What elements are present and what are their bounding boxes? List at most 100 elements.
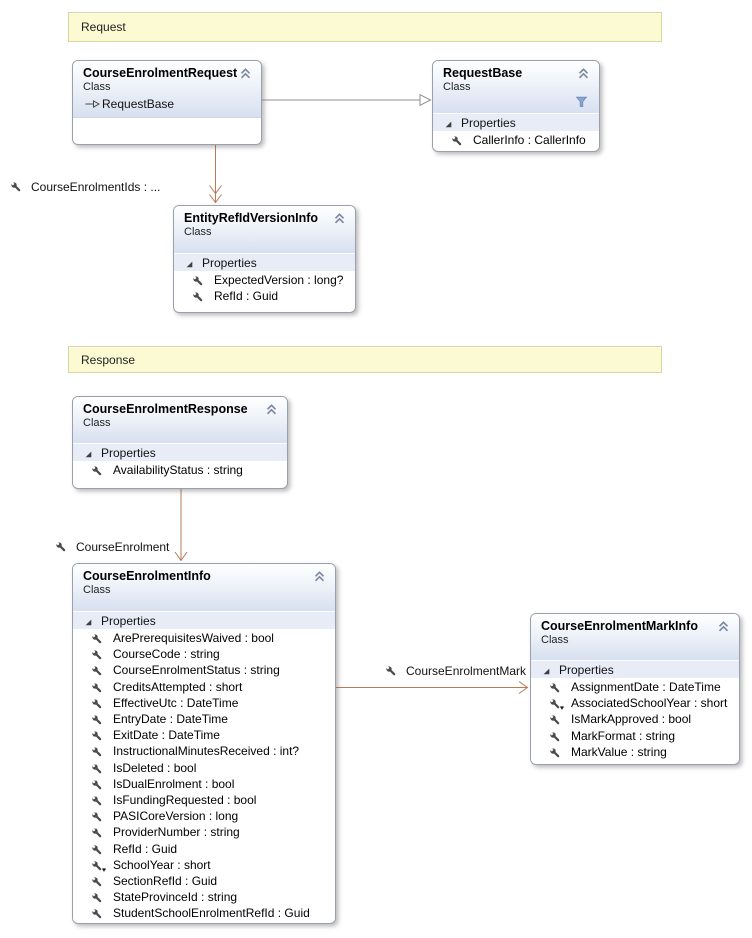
collapse-chevron-icon[interactable] xyxy=(239,67,252,80)
wrench-icon: ♥ xyxy=(91,843,103,855)
property-row[interactable]: ♥ RefId : Guid xyxy=(174,288,355,304)
property-row[interactable]: ♥ AssignmentDate : DateTime xyxy=(531,679,739,695)
wrench-icon: ♥ xyxy=(549,713,561,725)
property-row[interactable]: ♥ IsDeleted : bool xyxy=(73,760,335,776)
class-kind: Class xyxy=(541,634,569,646)
property-text: IsDualEnrolment : bool xyxy=(113,776,235,791)
property-text: CourseCode : string xyxy=(113,647,220,662)
property-row[interactable]: ♥ MarkValue : string xyxy=(531,744,739,760)
collapse-chevron-icon[interactable] xyxy=(717,620,730,633)
property-row[interactable]: ♥ ProviderNumber : string xyxy=(73,824,335,840)
property-list: ♥ ExpectedVersion : long? ♥ RefId : Guid xyxy=(174,271,355,305)
inheritance-connector-requestbase xyxy=(262,93,432,107)
property-row[interactable]: ♥ StudentSchoolEnrolmentRefId : Guid xyxy=(73,905,335,921)
wrench-icon: ♥ xyxy=(91,664,103,676)
collapse-chevron-icon[interactable] xyxy=(313,570,326,583)
property-row[interactable]: ♥ EffectiveUtc : DateTime xyxy=(73,695,335,711)
property-row[interactable]: ♥ IsDualEnrolment : bool xyxy=(73,776,335,792)
class-entityrefidversioninfo[interactable]: EntityRefIdVersionInfo Class Properties … xyxy=(173,205,356,313)
section-label: Properties xyxy=(559,662,614,677)
association-label-courseenrolment[interactable]: CourseEnrolment xyxy=(55,540,169,554)
property-text: RefId : Guid xyxy=(113,841,178,856)
property-row[interactable]: ♥ CreditsAttempted : short xyxy=(73,679,335,695)
properties-section-header[interactable]: Properties xyxy=(433,113,599,131)
class-courseenrolmentrequest[interactable]: CourseEnrolmentRequest Class RequestBase xyxy=(72,60,262,145)
association-label-courseenrolmentids[interactable]: CourseEnrolmentIds : ... xyxy=(10,180,160,194)
wrench-icon xyxy=(385,665,397,677)
property-text: MarkValue : string xyxy=(571,744,667,759)
association-label-courseenrolmentmark[interactable]: CourseEnrolmentMark xyxy=(385,664,526,678)
association-label-text: CourseEnrolmentIds : ... xyxy=(31,180,161,194)
wrench-icon: ♥ xyxy=(91,464,103,476)
class-courseenrolmentresponse[interactable]: CourseEnrolmentResponse Class Properties… xyxy=(72,396,288,489)
wrench-icon: ♥ xyxy=(549,681,561,693)
comment-response[interactable]: Response xyxy=(68,346,662,373)
wrench-icon: ♥ xyxy=(549,697,564,713)
expander-icon[interactable] xyxy=(443,118,453,128)
property-text: SectionRefId : Guid xyxy=(113,873,218,888)
class-kind: Class xyxy=(184,226,212,238)
property-row[interactable]: ♥ InstructionalMinutesReceived : int? xyxy=(73,743,335,759)
property-text: ArePrerequisitesWaived : bool xyxy=(113,631,274,646)
collapse-chevron-icon[interactable] xyxy=(265,403,278,416)
properties-section-header[interactable]: Properties xyxy=(73,443,287,461)
property-row[interactable]: ♥ ArePrerequisitesWaived : bool xyxy=(73,630,335,646)
expander-icon[interactable] xyxy=(541,665,551,675)
property-row[interactable]: ♥ IsMarkApproved : bool xyxy=(531,711,739,727)
property-text: InstructionalMinutesReceived : int? xyxy=(113,744,300,759)
property-row[interactable]: ♥ ExitDate : DateTime xyxy=(73,727,335,743)
class-courseenrolmentmarkinfo[interactable]: CourseEnrolmentMarkInfo Class Properties… xyxy=(530,613,740,765)
properties-section-header[interactable]: Properties xyxy=(174,253,355,271)
property-row[interactable]: ♥ StateProvinceId : string xyxy=(73,889,335,905)
wrench-icon: ♥ xyxy=(91,713,103,725)
base-type-row[interactable]: RequestBase xyxy=(83,97,235,111)
property-row[interactable]: ♥ CourseCode : string xyxy=(73,646,335,662)
wrench-icon: ♥ xyxy=(192,290,204,302)
class-courseenrolmentinfo[interactable]: CourseEnrolmentInfo Class Properties ♥ A… xyxy=(72,563,336,924)
property-row[interactable]: ♥ CourseEnrolmentStatus : string xyxy=(73,662,335,678)
property-text: RefId : Guid xyxy=(214,289,279,304)
properties-section-header[interactable]: Properties xyxy=(73,611,335,629)
property-list: ♥ CallerInfo : CallerInfo xyxy=(433,131,599,149)
wrench-icon xyxy=(10,181,22,193)
property-text: StudentSchoolEnrolmentRefId : Guid xyxy=(113,906,310,921)
class-title: RequestBase xyxy=(443,66,523,80)
property-row[interactable]: ♥ CallerInfo : CallerInfo xyxy=(433,132,599,148)
property-row[interactable]: ♥ IsFundingRequested : bool xyxy=(73,792,335,808)
comment-response-label: Response xyxy=(81,352,136,367)
property-list: ♥ AssignmentDate : DateTime ♥ Associated… xyxy=(531,678,739,760)
class-requestbase[interactable]: RequestBase Class Properties ♥ CallerInf… xyxy=(432,60,600,152)
property-row[interactable]: ♥ AvailabilityStatus : string xyxy=(73,462,287,478)
collapse-chevron-icon[interactable] xyxy=(333,212,346,225)
property-row[interactable]: ♥ MarkFormat : string xyxy=(531,728,739,744)
properties-section-header[interactable]: Properties xyxy=(531,660,739,678)
class-kind: Class xyxy=(83,584,111,596)
property-row[interactable]: ♥ SectionRefId : Guid xyxy=(73,873,335,889)
property-row[interactable]: ♥ PASICoreVersion : long xyxy=(73,808,335,824)
expander-icon[interactable] xyxy=(184,258,194,268)
property-row[interactable]: ♥ EntryDate : DateTime xyxy=(73,711,335,727)
property-text: AvailabilityStatus : string xyxy=(113,463,243,478)
collapse-chevron-icon[interactable] xyxy=(577,67,590,80)
wrench-icon: ♥ xyxy=(91,778,103,790)
property-row[interactable]: ♥ SchoolYear : short xyxy=(73,857,335,874)
filter-icon[interactable] xyxy=(575,95,588,108)
property-row[interactable]: ♥ RefId : Guid xyxy=(73,840,335,856)
wrench-badge-icon: ♥ xyxy=(559,705,564,713)
class-title: CourseEnrolmentResponse xyxy=(83,402,248,416)
section-label: Properties xyxy=(101,445,156,460)
comment-request-label: Request xyxy=(81,20,126,34)
wrench-icon: ♥ xyxy=(91,794,103,806)
expander-icon[interactable] xyxy=(83,448,93,458)
wrench-icon: ♥ xyxy=(91,762,103,774)
comment-request[interactable]: Request xyxy=(68,12,662,42)
property-text: StateProvinceId : string xyxy=(113,890,238,905)
property-row[interactable]: ♥ ExpectedVersion : long? xyxy=(174,272,355,288)
inherits-arrow-icon xyxy=(85,98,101,110)
expander-icon[interactable] xyxy=(83,616,93,626)
wrench-icon: ♥ xyxy=(91,826,103,838)
property-row[interactable]: ♥ AssociatedSchoolYear : short xyxy=(531,695,739,713)
property-text: PASICoreVersion : long xyxy=(113,809,239,824)
property-text: AssociatedSchoolYear : short xyxy=(571,696,728,711)
